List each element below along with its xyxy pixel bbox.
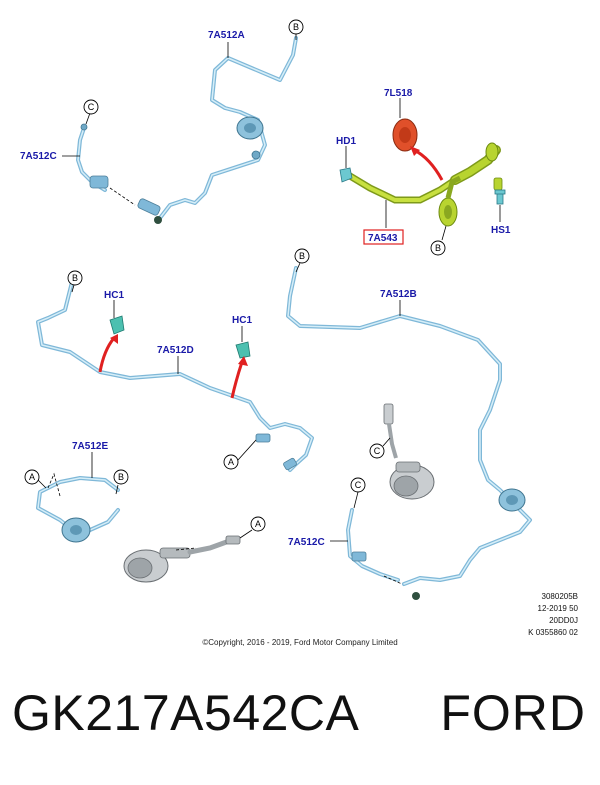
label-7a512a: 7A512A <box>208 30 245 41</box>
svg-text:B: B <box>118 472 124 482</box>
arrowhead-hc1-right <box>238 356 248 366</box>
clutch-hydraulics-diagram: 7A512A 7A512C B C 7L518 HD1 HS1 7A543 <box>20 19 532 600</box>
label-hd1: HD1 <box>336 136 356 147</box>
callout-a-bottom-left: A <box>24 469 47 489</box>
svg-text:C: C <box>374 446 381 456</box>
svg-text:A: A <box>255 519 261 529</box>
highlight-frame-7a543 <box>363 229 404 245</box>
hose-assembly-d <box>36 280 314 472</box>
label-7a543: 7A543 <box>368 233 398 244</box>
concentric-slave-cylinder <box>123 535 241 583</box>
svg-text:A: A <box>29 472 35 482</box>
hose-assembly-e <box>36 472 120 543</box>
label-hs1: HS1 <box>491 225 511 236</box>
callout-c-bottom: C <box>350 477 366 509</box>
arrow-hc1-left <box>98 337 116 373</box>
svg-text:B: B <box>72 273 78 283</box>
label-7a512c-top: 7A512C <box>20 151 57 162</box>
svg-text:A: A <box>228 457 234 467</box>
part-number: GK217A542CA <box>12 685 360 741</box>
svg-text:B: B <box>299 251 305 261</box>
ref-line: 12-2019 50 <box>537 604 578 613</box>
label-hc1-right: HC1 <box>232 315 252 326</box>
brand-name: FORD <box>440 685 586 741</box>
ref-line: 3080205B <box>541 592 578 601</box>
callout-c-top: C <box>83 99 99 125</box>
callout-c-detail: C <box>369 437 391 459</box>
callout-b-right: B <box>294 248 310 273</box>
reference-block: 3080205B 12-2019 50 20DD0J K 0355860 02 <box>528 591 578 639</box>
arrowhead-cap <box>410 146 420 156</box>
label-7l518: 7L518 <box>384 88 413 99</box>
arrowhead-hc1-left <box>110 334 118 344</box>
reservoir-cap <box>392 118 418 152</box>
label-7a512c-bottom: 7A512C <box>288 537 325 548</box>
callout-a-mid: A <box>223 439 257 470</box>
svg-text:C: C <box>88 102 95 112</box>
label-7a512e: 7A512E <box>72 441 108 452</box>
ref-line: K 0355860 02 <box>528 628 578 637</box>
callout-b-mid-left: B <box>67 270 83 293</box>
ref-line: 20DD0J <box>549 616 578 625</box>
callout-b-master: B <box>430 225 447 256</box>
svg-text:C: C <box>355 480 362 490</box>
slave-cylinder-detail <box>383 403 435 500</box>
label-7a512d: 7A512D <box>157 345 194 356</box>
copyright-text: ©Copyright, 2016 - 2019, Ford Motor Comp… <box>202 638 398 647</box>
copyright-notice: ©Copyright, 2016 - 2019, Ford Motor Comp… <box>0 638 600 647</box>
arrow-cap-install <box>413 148 444 181</box>
hose-assembly-a <box>76 36 298 224</box>
svg-text:B: B <box>435 243 441 253</box>
master-cylinder-assembly <box>339 142 506 227</box>
callout-a-slave: A <box>239 516 266 539</box>
callout-b-top: B <box>288 19 304 40</box>
svg-text:B: B <box>293 22 299 32</box>
callout-b-bottom-left: B <box>113 469 129 495</box>
arrow-hc1-right <box>230 361 244 399</box>
label-hc1-left: HC1 <box>104 290 124 301</box>
label-7a512b: 7A512B <box>380 289 417 300</box>
hose-assembly-b <box>286 266 532 600</box>
